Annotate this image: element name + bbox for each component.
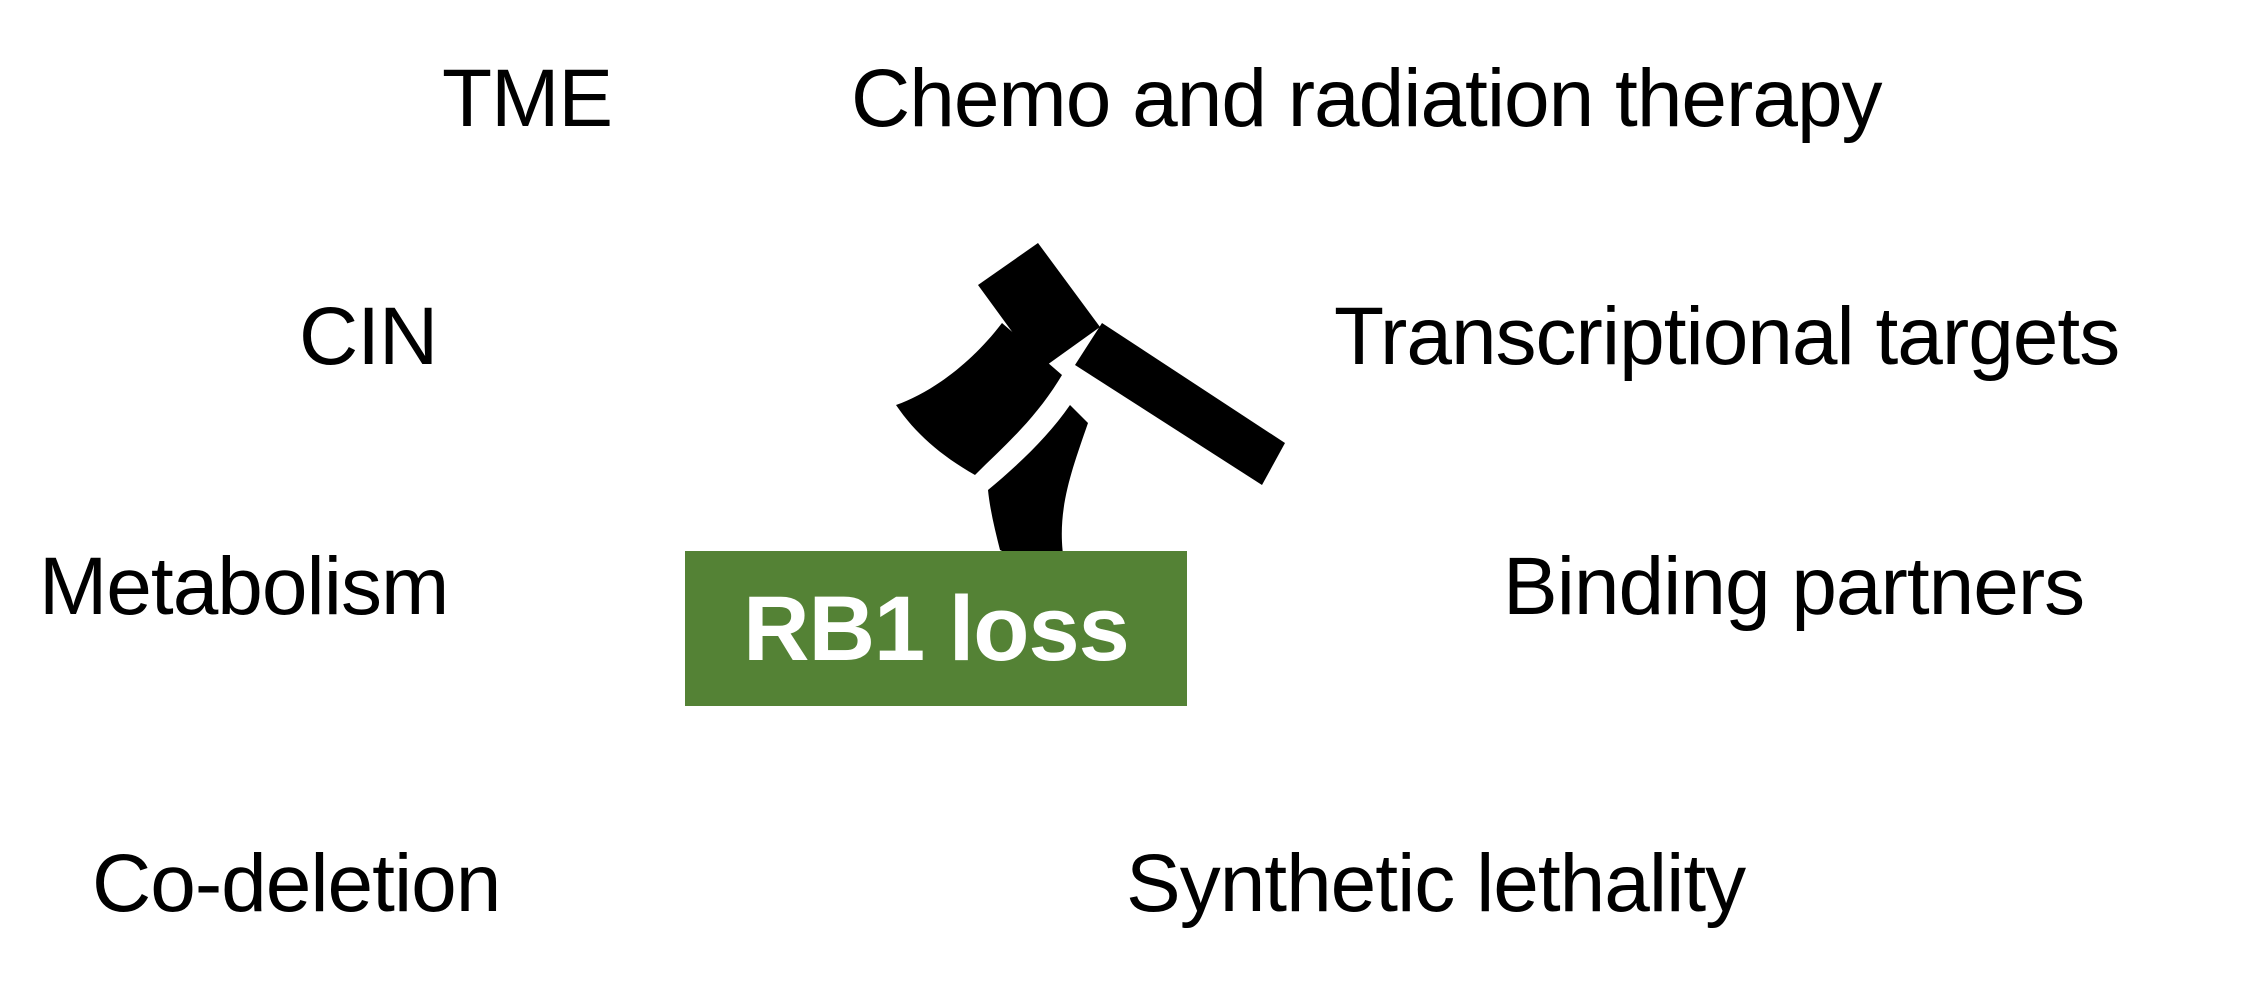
rb1-loss-box: RB1 loss <box>685 551 1187 706</box>
axe-handle <box>1075 323 1285 485</box>
rb1-loss-label: RB1 loss <box>743 577 1130 680</box>
axe-blade-upper <box>896 323 1062 475</box>
axe-poll <box>978 243 1100 370</box>
factor-tme: TME <box>442 53 613 144</box>
factor-binding-partners: Binding partners <box>1503 541 2085 632</box>
factor-cin: CIN <box>299 291 438 382</box>
factor-synthetic-lethality: Synthetic lethality <box>1126 838 1746 929</box>
factor-codeletion: Co-deletion <box>92 838 501 929</box>
factor-metabolism: Metabolism <box>39 541 449 632</box>
factor-chemo-radiation: Chemo and radiation therapy <box>851 53 1883 144</box>
axe-icon <box>896 243 1285 567</box>
axe-blade-lower <box>988 405 1088 567</box>
factor-transcriptional-targets: Transcriptional targets <box>1334 291 2120 382</box>
